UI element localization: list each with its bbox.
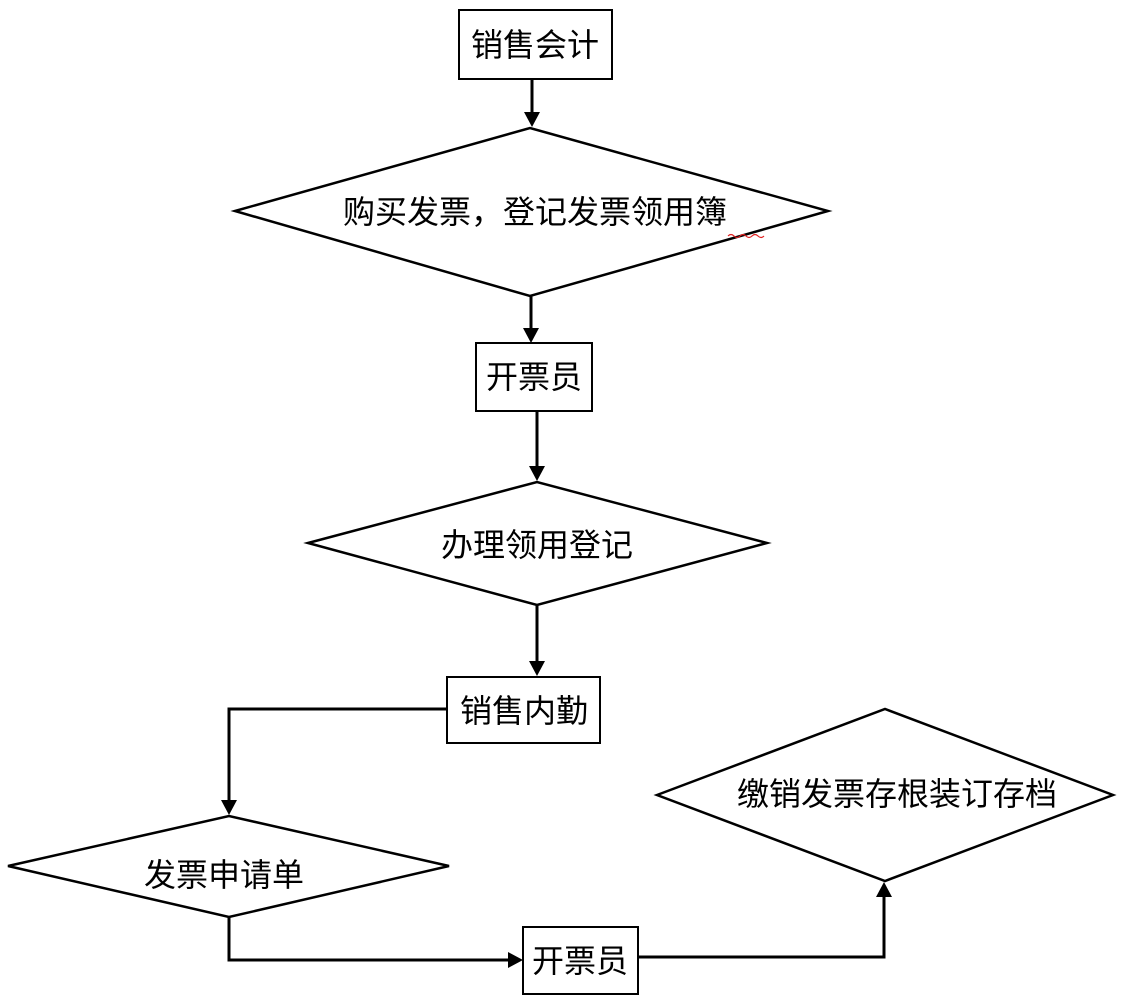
node-invoice-request-label: 发票申请单: [144, 856, 304, 894]
node-issuer-2-label: 开票员: [532, 942, 628, 980]
edge-register-use-to-sales-internal: [529, 603, 545, 676]
node-archive-label: 缴销发票存根装订存档: [737, 775, 1057, 813]
node-archive: 缴销发票存根装订存档: [653, 707, 1117, 883]
node-issuer-2: 开票员: [522, 926, 639, 995]
node-invoice-request: 发票申请单: [7, 814, 450, 919]
node-register-use: 办理领用登记: [303, 480, 772, 607]
node-buy-invoice: 购买发票，登记发票领用簿: [230, 126, 833, 298]
edge-issuer-2-to-archive: [638, 882, 892, 959]
edge-sales-accountant-to-buy-invoice: [524, 79, 540, 127]
node-sales-accountant: 销售会计: [458, 9, 613, 80]
node-sales-accountant-label: 销售会计: [471, 26, 599, 64]
edge-invoice-request-to-issuer-2: [227, 917, 523, 968]
node-sales-internal: 销售内勤: [446, 676, 601, 744]
edge-sales-internal-to-invoice-request: [221, 707, 447, 815]
edge-issuer-1-to-register-use: [529, 411, 545, 481]
node-sales-internal-label: 销售内勤: [460, 692, 588, 730]
edge-buy-invoice-to-issuer-1: [523, 296, 539, 343]
node-issuer-1-label: 开票员: [486, 358, 582, 396]
spellcheck-underline: [727, 233, 765, 239]
node-register-use-label: 办理领用登记: [441, 526, 633, 564]
node-buy-invoice-label: 购买发票，登记发票领用簿: [343, 193, 727, 231]
node-issuer-1: 开票员: [475, 342, 593, 412]
